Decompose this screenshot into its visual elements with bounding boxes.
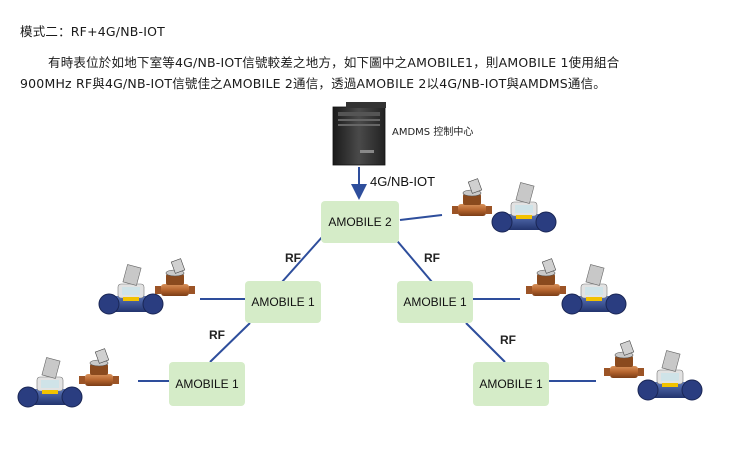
blue-meter-icon bbox=[491, 181, 557, 233]
node-amobile-1-bottom-left: AMOBILE 1 bbox=[169, 362, 245, 406]
rf-label-top-right: RF bbox=[424, 251, 440, 265]
brass-meter-icon bbox=[451, 178, 493, 217]
brass-meter-icon bbox=[78, 348, 120, 387]
brass-meter-icon bbox=[154, 258, 196, 297]
paragraph-line-2: 900MHz RF與4G/NB-IOT信號佳之AMOBILE 2通信，透過AMO… bbox=[20, 76, 606, 91]
node-amobile-2-label: AMOBILE 2 bbox=[328, 215, 392, 229]
brass-meter-icon bbox=[525, 258, 567, 297]
mode-title: 模式二：RF+4G/NB-IOT bbox=[20, 24, 165, 39]
node-amobile-1-mid-left: AMOBILE 1 bbox=[245, 281, 321, 323]
node-mid-left-label: AMOBILE 1 bbox=[251, 295, 315, 309]
blue-meter-icon bbox=[561, 263, 627, 315]
rf-label-mid-right: RF bbox=[500, 333, 516, 347]
link-midright-bottomright bbox=[465, 322, 506, 363]
rf-label-mid-left: RF bbox=[209, 328, 225, 342]
link-top-midleft bbox=[281, 235, 324, 283]
rf-label-top-left: RF bbox=[285, 251, 301, 265]
blue-meter-icon bbox=[637, 349, 703, 401]
link-top-midright bbox=[392, 235, 433, 283]
node-bottom-right-label: AMOBILE 1 bbox=[479, 377, 543, 391]
paragraph-line-1: 有時表位於如地下室等4G/NB-IOT信號較差之地方，如下圖中之AMOBILE1… bbox=[48, 55, 620, 70]
node-amobile-1-bottom-right: AMOBILE 1 bbox=[473, 362, 549, 406]
server-label: AMDMS 控制中心 bbox=[392, 125, 473, 138]
blue-meter-icon bbox=[98, 263, 164, 315]
link-top-meter bbox=[399, 214, 443, 221]
link-midleft-bottomleft bbox=[209, 322, 251, 363]
server-icon bbox=[332, 102, 386, 166]
node-mid-right-label: AMOBILE 1 bbox=[403, 295, 467, 309]
node-bottom-left-label: AMOBILE 1 bbox=[175, 377, 239, 391]
node-amobile-2: AMOBILE 2 bbox=[321, 201, 399, 243]
brass-meter-icon bbox=[603, 340, 645, 379]
blue-meter-icon bbox=[17, 356, 83, 408]
uplink-label: 4G/NB-IOT bbox=[370, 174, 435, 189]
node-amobile-1-mid-right: AMOBILE 1 bbox=[397, 281, 473, 323]
links bbox=[138, 214, 596, 382]
